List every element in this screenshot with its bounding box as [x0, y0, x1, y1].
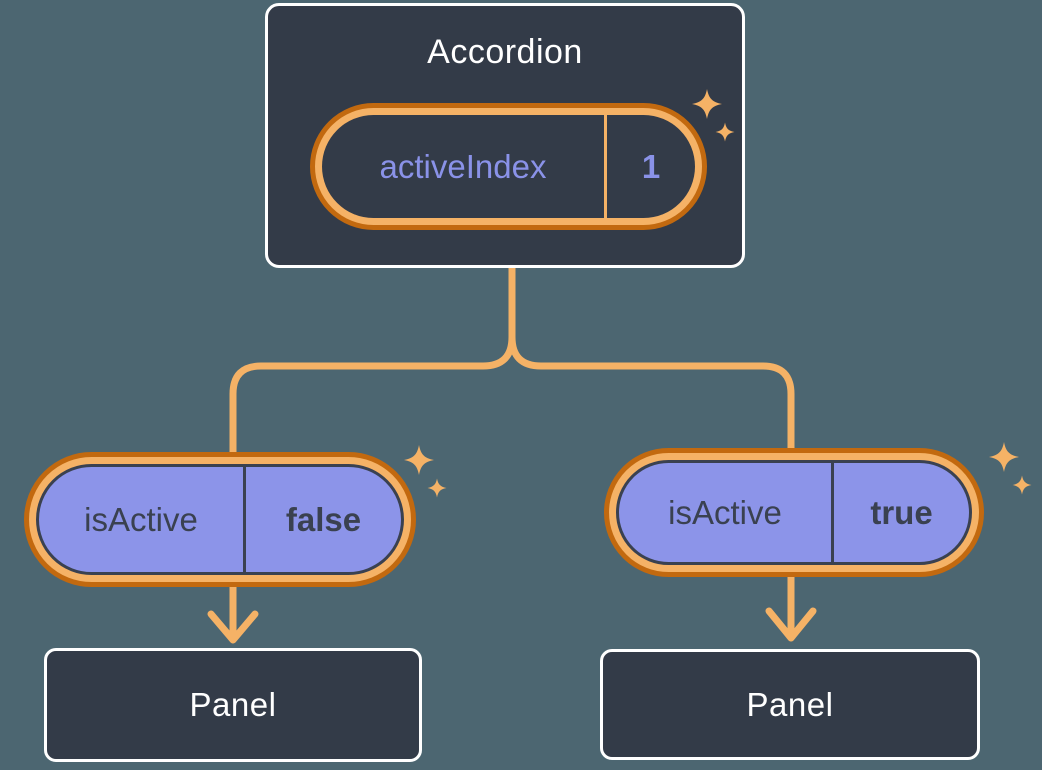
branch-line-left	[229, 262, 516, 456]
panel-left-label: Panel	[189, 686, 277, 723]
arrow-down-right-icon	[765, 569, 817, 642]
panel-right-box: Panel	[600, 649, 980, 760]
arrow-down-left-icon	[207, 579, 259, 644]
state-pill: activeIndex 1	[310, 103, 707, 230]
state-pill-divider	[604, 115, 607, 218]
accordion-component-box: Accordion activeIndex 1	[265, 3, 745, 268]
sparkles-icon	[404, 445, 447, 498]
prop-pill-left-name: isActive	[84, 500, 198, 538]
state-pill-name: activeIndex	[379, 147, 547, 185]
prop-pill-right-value: true	[870, 493, 933, 531]
prop-pill-left-value: false	[285, 500, 362, 538]
sparkles-icon	[989, 442, 1032, 495]
prop-pill-right-name: isActive	[668, 493, 782, 531]
branch-line-right	[508, 262, 795, 452]
prop-pill-right-divider	[831, 463, 834, 562]
accordion-title: Accordion	[427, 33, 583, 71]
prop-pill-right: isActive true	[604, 448, 984, 577]
state-pill-value: 1	[641, 147, 661, 185]
panel-left-box: Panel	[44, 648, 422, 762]
sparkles-icon	[692, 89, 735, 142]
prop-pill-left-divider	[243, 467, 246, 572]
prop-pill-left: isActive false	[24, 452, 416, 587]
panel-right-label: Panel	[746, 685, 834, 723]
